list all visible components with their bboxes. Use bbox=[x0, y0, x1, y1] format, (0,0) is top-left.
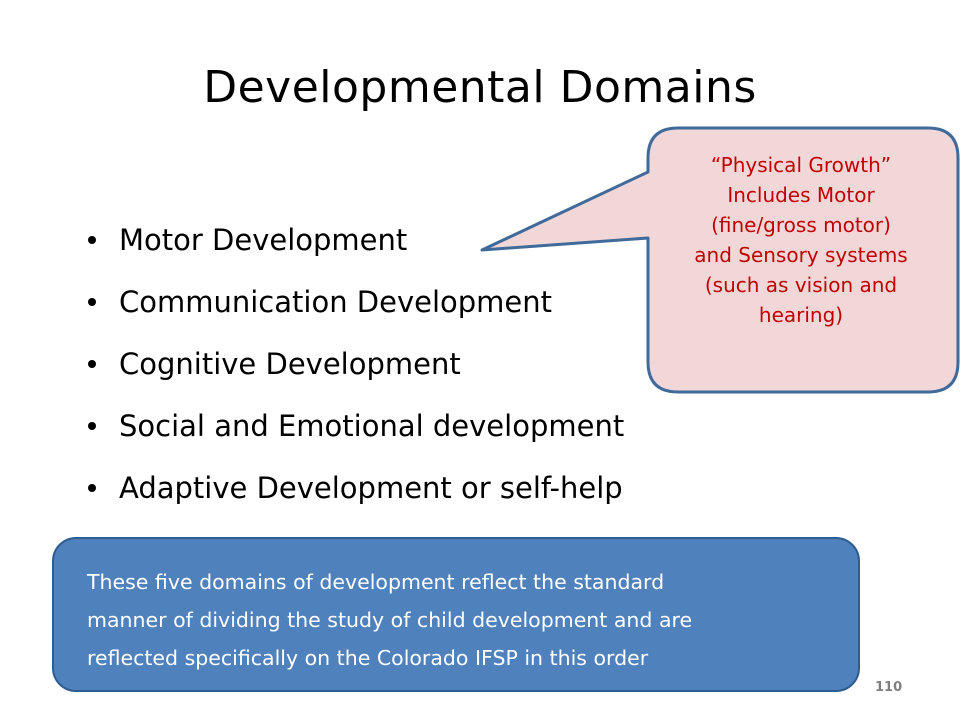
bullet-item: Motor Development bbox=[86, 217, 624, 279]
page-number: 110 bbox=[875, 680, 903, 695]
callout-line: (such as vision and bbox=[704, 273, 898, 297]
bullet-dot-icon bbox=[88, 360, 96, 368]
callout-line: hearing) bbox=[758, 303, 844, 327]
callout-text: “Physical Growth” Includes Motor (fine/g… bbox=[648, 150, 954, 330]
note-line: These five domains of development reflec… bbox=[87, 570, 665, 594]
bullet-item: Adaptive Development or self-help bbox=[86, 465, 624, 527]
note-text: These five domains of development reflec… bbox=[87, 563, 857, 677]
bullet-text: Adaptive Development or self-help bbox=[119, 471, 623, 505]
speech-bubble-shape bbox=[480, 126, 960, 394]
bullet-text: Social and Emotional development bbox=[119, 409, 625, 443]
bullet-list: Motor Development Communication Developm… bbox=[86, 217, 624, 527]
bullet-dot-icon bbox=[88, 484, 96, 492]
callout-line: “Physical Growth” bbox=[710, 153, 892, 177]
bullet-dot-icon bbox=[88, 422, 96, 430]
bullet-text: Motor Development bbox=[119, 223, 408, 257]
bullet-dot-icon bbox=[88, 236, 96, 244]
callout-line: Includes Motor bbox=[727, 183, 875, 207]
bullet-item: Communication Development bbox=[86, 279, 624, 341]
bullet-item: Social and Emotional development bbox=[86, 403, 624, 465]
callout-line: and Sensory systems bbox=[694, 243, 908, 267]
note-line: manner of dividing the study of child de… bbox=[87, 608, 693, 632]
callout-line: (fine/gross motor) bbox=[711, 213, 891, 237]
bullet-dot-icon bbox=[88, 298, 96, 306]
slide-title: Developmental Domains bbox=[203, 62, 757, 113]
note-line: reflected specifically on the Colorado I… bbox=[87, 646, 649, 670]
note-box: These five domains of development reflec… bbox=[52, 537, 860, 692]
bullet-text: Cognitive Development bbox=[119, 347, 461, 381]
bullet-text: Communication Development bbox=[119, 285, 553, 319]
bullet-item: Cognitive Development bbox=[86, 341, 624, 403]
